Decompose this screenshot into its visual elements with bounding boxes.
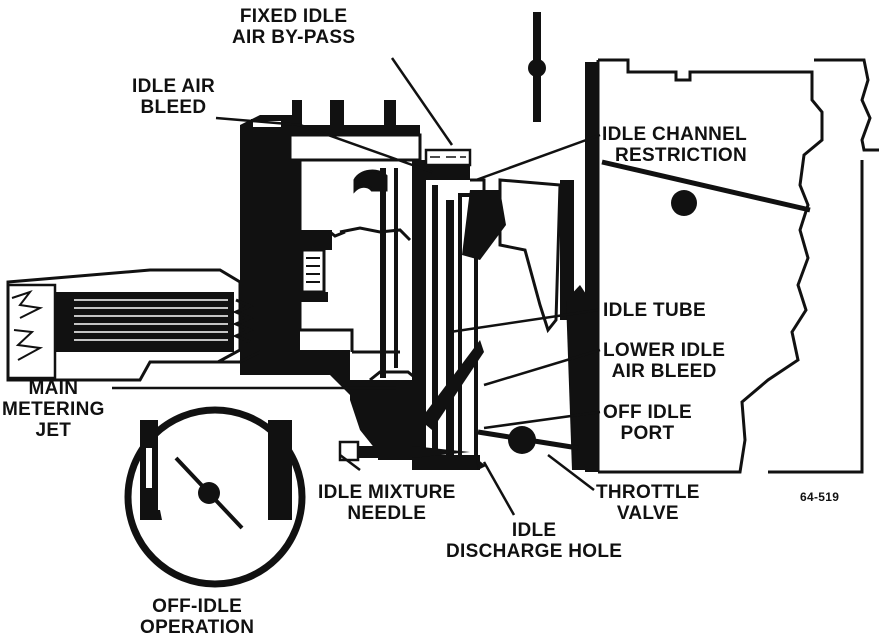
leader-throttle-valve (547, 454, 595, 491)
leader-idle-air-bleed (215, 116, 433, 174)
label-fixed-idle-air-bypass: FIXED IDLE AIR BY-PASS (232, 6, 356, 48)
idle-mixture-needle-part (338, 440, 470, 462)
label-off-idle-operation: OFF-IDLE OPERATION (140, 596, 255, 638)
off-idle-inset (124, 406, 306, 588)
arrow-idle-discharge (476, 458, 486, 470)
upper-rod (528, 12, 546, 122)
figure-number: 64-519 (800, 490, 840, 504)
leader-idle-tube (449, 308, 599, 334)
label-idle-channel-restriction: IDLE CHANNEL RESTRICTION (602, 124, 748, 166)
float-bowl-interior (298, 160, 412, 354)
label-off-idle-port: OFF IDLE PORT (603, 402, 692, 444)
label-idle-mixture-needle: IDLE MIXTURE NEEDLE (318, 482, 456, 524)
venturi-section (462, 178, 590, 470)
main-well (350, 168, 420, 455)
label-main-metering-jet: MAIN METERING JET (2, 378, 105, 441)
leader-lines (112, 57, 601, 516)
leader-off-idle-port (483, 410, 601, 430)
throttle-valve-main (601, 159, 811, 216)
label-throttle-valve: THROTTLE VALVE (596, 482, 700, 524)
throttle-plate (477, 426, 579, 454)
label-lower-idle-air-bleed: LOWER IDLE AIR BLEED (603, 340, 726, 382)
label-idle-discharge-hole: IDLE DISCHARGE HOLE (446, 520, 623, 562)
fuel-inlet-fitting (6, 268, 300, 382)
label-idle-tube: IDLE TUBE (603, 300, 706, 321)
needle-valve-assembly (292, 230, 332, 302)
leader-idle-mixture-needle (339, 454, 361, 471)
leader-idle-channel-restriction (475, 133, 601, 182)
leader-lower-idle-air-bleed (483, 348, 601, 387)
label-idle-air-bleed: IDLE AIR BLEED (132, 76, 215, 118)
leader-fixed-idle-air-bypass (390, 57, 454, 146)
leader-idle-discharge-hole (482, 461, 516, 516)
